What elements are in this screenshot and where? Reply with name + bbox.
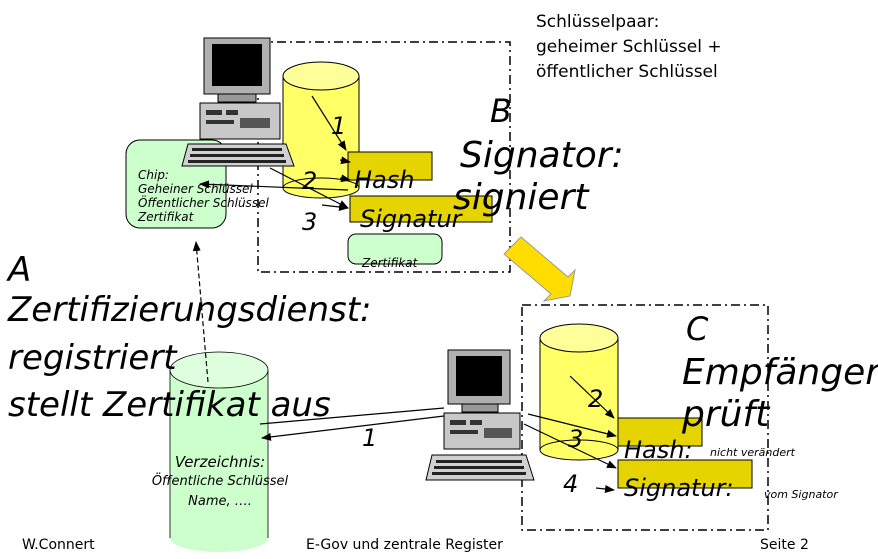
- directory-line1: Verzeichnis:: [174, 453, 266, 471]
- signatur-label-receiver: Signatur:: [624, 474, 734, 502]
- signatur-box-receiver: [617, 459, 753, 489]
- zone-b-letter: B: [490, 92, 512, 130]
- keypair-line3: öffentlicher Schlüssel: [536, 62, 718, 82]
- hash-box-receiver: [617, 417, 703, 447]
- chip-line4: Zertifikat: [138, 210, 194, 224]
- keypair-description: Schlüsselpaar: geheimer Schlüssel + öffe…: [536, 10, 836, 85]
- hash-label-signator: Hash: [354, 166, 415, 194]
- zone-c-border: [521, 304, 769, 531]
- flow-arrow-icon: [503, 236, 576, 302]
- signator-step-3: 3: [302, 208, 318, 236]
- receiver-step-4: 4: [563, 470, 579, 498]
- directory-line2: Öffentliche Schlüssel: [151, 474, 289, 489]
- chip-line1: Chip:: [138, 168, 169, 182]
- receiver-step-2: 2: [588, 385, 604, 413]
- zone-b-action: signiert: [453, 177, 589, 218]
- signator-computer-icon: [181, 37, 295, 167]
- zone-c-role: Empfänger:: [682, 352, 878, 393]
- zone-a-letter: A: [8, 250, 32, 290]
- footer-page: Seite 2: [760, 537, 809, 553]
- directory-text: Verzeichnis: Öffentliche Schlüssel Name,…: [140, 452, 300, 512]
- chip-text: Chip: Geheiner Schlüssel Öffentlicher Sc…: [138, 168, 269, 224]
- keypair-line1: Schlüsselpaar:: [536, 12, 660, 32]
- directory-step-1: 1: [362, 424, 378, 452]
- footer-author: W.Connert: [22, 537, 95, 553]
- hash-note-receiver: nicht verändert: [710, 446, 795, 459]
- signatur-label-signator: Signatur: [360, 205, 462, 233]
- zone-a-issues: stellt Zertifikat aus: [8, 385, 331, 425]
- footer-title: E-Gov und zentrale Register: [306, 537, 503, 553]
- chip-line3: Öffentlicher Schlüssel: [138, 196, 269, 210]
- directory-cylinder: [169, 351, 269, 552]
- receiver-computer-icon: [425, 349, 535, 481]
- signator-cylinder: [282, 61, 360, 199]
- zone-a-registers: registriert: [8, 338, 177, 378]
- zone-c-letter: C: [686, 310, 709, 348]
- zertifikat-label-signator: Zertifikat: [362, 256, 418, 270]
- zone-c-action: prüft: [682, 394, 770, 435]
- zone-b-role: Signator:: [460, 135, 624, 176]
- hash-box-signator: [347, 151, 433, 181]
- directory-line3: Name, ….: [188, 494, 252, 509]
- receiver-step-3: 3: [568, 425, 584, 453]
- keypair-line2: geheimer Schlüssel +: [536, 37, 722, 57]
- signator-step-2: 2: [302, 167, 318, 195]
- signatur-box-signator: [349, 195, 493, 223]
- signatur-note-receiver: vom Signator: [764, 488, 838, 501]
- chip-line2: Geheiner Schlüssel: [138, 182, 253, 196]
- signator-step-1: 1: [331, 112, 347, 140]
- hash-label-receiver: Hash:: [624, 436, 693, 464]
- zone-a-title: Zertifizierungsdienst:: [8, 290, 372, 330]
- receiver-cylinder: [539, 323, 619, 461]
- zertifikat-box-signator: [347, 233, 443, 265]
